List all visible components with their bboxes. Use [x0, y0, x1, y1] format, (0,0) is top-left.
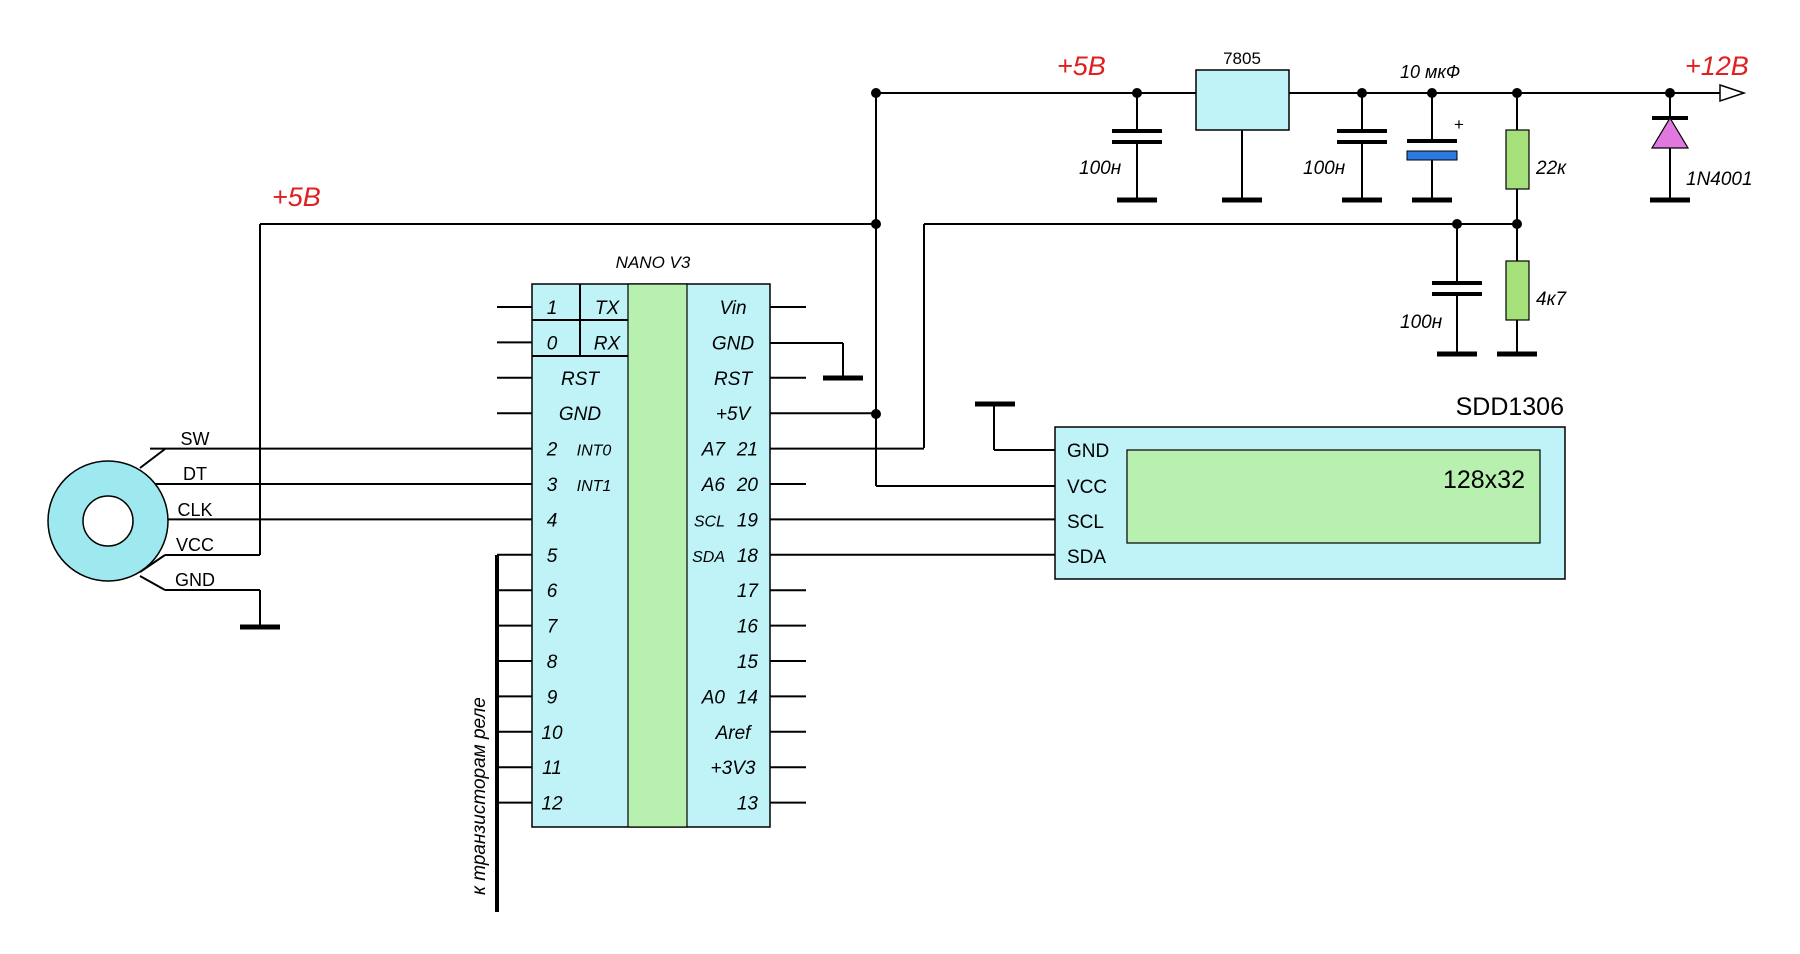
nano-left-pin-number: 12 [541, 794, 563, 815]
capacitor-100n-divider [1432, 219, 1482, 357]
display-pin-label: SCL [1067, 512, 1104, 533]
v5-top-label: +5В [1057, 51, 1106, 81]
nano-right-pin-label: +3V3 [711, 758, 756, 779]
nano-right-pin-label: Aref [715, 723, 753, 744]
v5-left-label: +5В [272, 182, 321, 212]
res-lower-label: 4к7 [1536, 289, 1568, 310]
nano-right-pin-number: 13 [737, 794, 759, 815]
nano-left-pin-number: 6 [547, 581, 558, 602]
nano-left-pin-function: INT0 [577, 443, 612, 460]
nano-left-pin-number: 5 [547, 546, 558, 567]
nano-right-pin-label: GND [712, 333, 755, 354]
capacitor-electrolytic [1406, 88, 1458, 203]
relay-label: к транзисторам реле [469, 697, 490, 895]
nano-right-pin-number: 18 [737, 546, 759, 567]
nano-left-pin-number: 4 [547, 510, 558, 531]
encoder-pin-label: GND [175, 570, 215, 590]
nano-left-pin-function: RX [594, 333, 622, 354]
nano-left-pin-number: 3 [547, 475, 558, 496]
encoder-pin-label: DT [183, 464, 207, 484]
nano-left-pin-function: GND [559, 404, 602, 425]
relay-bus: к транзисторам реле [469, 555, 499, 912]
capacitor-100n-out [1337, 88, 1387, 203]
nano-left-pin-number: 10 [541, 723, 563, 744]
nano-left-pin-function: INT1 [577, 478, 612, 495]
encoder-knob-icon [82, 495, 134, 547]
nano-left-pin-number: 1 [547, 298, 558, 319]
oled-display: SDD1306 128x32 GND VCC SCL SDA [975, 393, 1566, 580]
nano-right-pin-label: SDA [692, 549, 725, 566]
nano-right-pin-number: 15 [737, 652, 759, 673]
nano-left-pin-number: 11 [542, 758, 562, 779]
nano-right-pin-number: 16 [737, 617, 759, 638]
nano-left-pin-function: RST [561, 369, 600, 390]
power-section: 7805 100н 100н [871, 49, 1753, 448]
diode-label: 1N4001 [1686, 169, 1753, 190]
capacitor-100n-in [1112, 88, 1162, 203]
nano-right-pin-label: A6 [701, 475, 726, 496]
encoder-pin-lead [139, 554, 166, 573]
encoder-pin-label: SW [181, 429, 210, 449]
nano-right-pin-number: 19 [737, 510, 759, 531]
supply-arrow-icon [1719, 83, 1747, 103]
voltage-divider [1497, 88, 1537, 357]
nano-right-pin-label: A7 [701, 440, 727, 461]
electrolytic-plus-label: + [1454, 115, 1464, 134]
v12-label: +12В [1685, 51, 1749, 81]
nano-left-pin-number: 2 [546, 440, 558, 461]
encoder-pin-label: VCC [176, 535, 214, 555]
encoder-pin-label: CLK [177, 500, 212, 520]
res-upper-label: 22к [1535, 158, 1567, 179]
nano-right-pin-number: 20 [736, 475, 759, 496]
cap-divider-label: 100н [1400, 312, 1443, 333]
display-pin-label: SDA [1067, 547, 1106, 568]
display-pin-label: GND [1067, 441, 1109, 462]
nano-left-pin-number: 7 [547, 617, 559, 638]
cap-out-label: 100н [1303, 158, 1346, 179]
diode-1n4001 [1650, 88, 1690, 203]
encoder-pins: SW DT CLK VCC GND [139, 429, 260, 591]
nano-right-pin-number: 14 [737, 687, 758, 708]
nano-right-pin-number: 21 [736, 440, 758, 461]
nano-right-pin-label: SCL [694, 513, 725, 530]
left-5v-bus: +5В [259, 182, 881, 555]
electrolytic-label: 10 мкФ [1400, 62, 1460, 82]
display-pins: GND VCC SCL SDA [1067, 441, 1109, 568]
nano-right-pin-label: Vin [719, 298, 746, 319]
nano-right-pin-label: +5V [716, 404, 753, 425]
nano-left-pin-number: 8 [547, 652, 558, 673]
cap-in-label: 100н [1079, 158, 1122, 179]
display-title: SDD1306 [1456, 393, 1564, 421]
nano-left-pin-number: 0 [547, 333, 558, 354]
nano-title: NANO V3 [616, 253, 691, 272]
nano-right-pin-label: A0 [701, 687, 726, 708]
nano-right-pin-label: RST [714, 369, 753, 390]
nano-right-pin-number: 17 [737, 581, 760, 602]
display-pin-label: VCC [1067, 477, 1107, 498]
encoder-pin-lead [139, 575, 166, 591]
display-resolution: 128x32 [1443, 466, 1525, 494]
rotary-encoder: SW DT CLK VCC GND [47, 429, 280, 630]
nano-left-pin-function: TX [595, 298, 621, 319]
regulator-label: 7805 [1223, 49, 1261, 68]
nano-left-pin-number: 9 [547, 687, 558, 708]
encoder-pin-lead [139, 448, 166, 469]
regulator-7805 [1195, 69, 1290, 131]
